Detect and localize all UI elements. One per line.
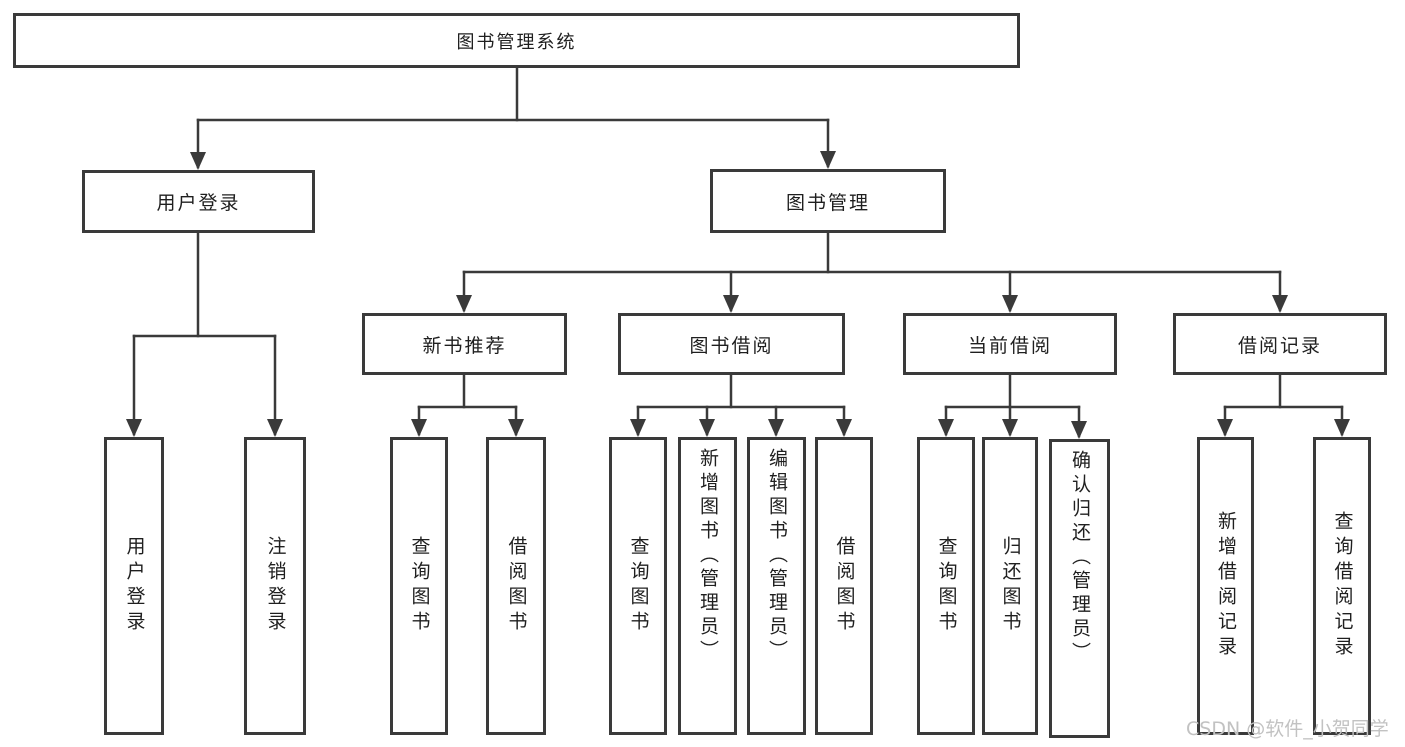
node-book-management: 图书管理 [710,169,946,233]
wire-login-to-leaves [126,230,283,437]
leaf-add-books-admin: 新增图书（管理员） [678,437,737,735]
wire-newbooks-to-leaves [411,372,524,437]
leaf-query-books-current: 查询图书 [917,437,975,735]
wire-root-to-level2 [190,65,836,170]
leaf-add-borrow-record: 新增借阅记录 [1197,437,1254,735]
node-new-book-recommend: 新书推荐 [362,313,567,375]
leaf-user-login: 用户登录 [104,437,164,735]
node-borrow-records: 借阅记录 [1173,313,1387,375]
node-user-login: 用户登录 [82,170,315,233]
wire-borrow-to-leaves [630,372,852,437]
leaf-borrow-books-recommend: 借阅图书 [486,437,546,735]
leaf-query-borrow-record: 查询借阅记录 [1313,437,1371,735]
leaf-edit-books-admin: 编辑图书（管理员） [747,437,806,735]
csdn-watermark: CSDN @软件_小贺同学 [1186,718,1389,740]
leaf-logout: 注销登录 [244,437,306,735]
leaf-return-books: 归还图书 [982,437,1038,735]
wire-current-to-leaves [938,372,1087,439]
node-root-library-system: 图书管理系统 [13,13,1020,68]
wire-records-to-leaves [1217,372,1350,437]
node-current-borrow: 当前借阅 [903,313,1117,375]
leaf-query-books-recommend: 查询图书 [390,437,448,735]
node-book-borrow: 图书借阅 [618,313,845,375]
leaf-query-books-borrow: 查询图书 [609,437,667,735]
leaf-confirm-return-admin: 确认归还（管理员） [1049,439,1110,738]
leaf-borrow-books: 借阅图书 [815,437,873,735]
wire-management-to-level3 [456,230,1288,313]
